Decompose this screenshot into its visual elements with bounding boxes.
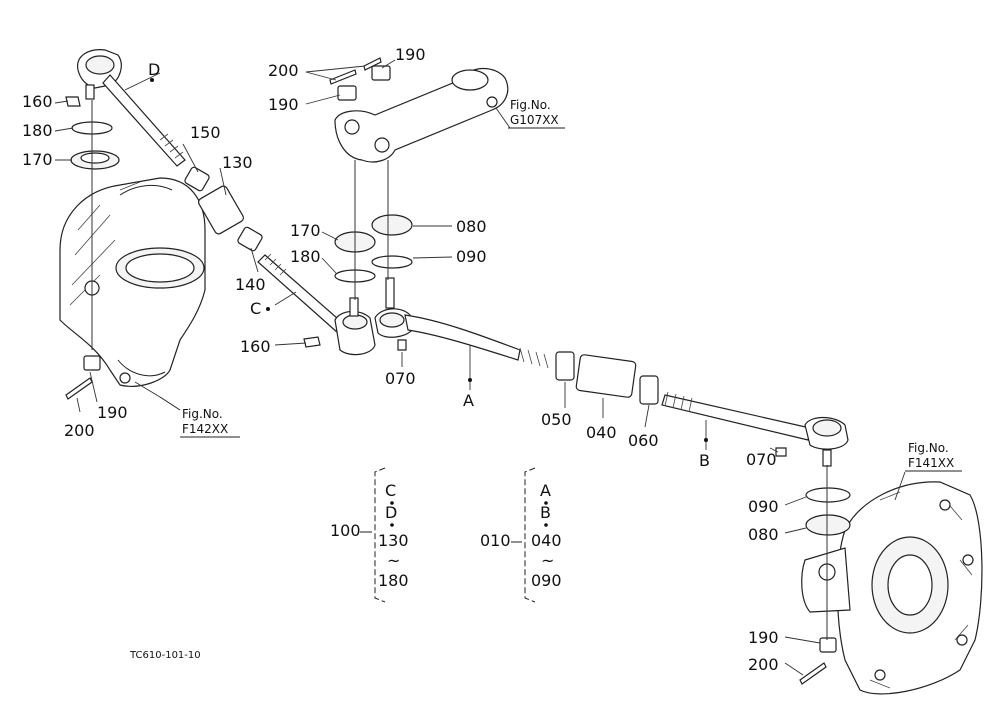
callout-170-left: 170: [22, 150, 53, 169]
assembly-010: 010 A B 040 ~ 090: [480, 467, 562, 603]
tie-rod-B: [661, 391, 849, 467]
fig-ref-f142-code: F142XX: [182, 422, 228, 436]
callout-190-top-right: 190: [395, 45, 426, 64]
svg-text:Fig.No.: Fig.No.: [182, 407, 223, 421]
assembly-100-item: D: [385, 503, 397, 522]
part-letters: D C A B: [148, 60, 710, 470]
assembly-010-item: A: [540, 481, 551, 500]
callout-190-bottom-left: 190: [97, 403, 128, 422]
callout-180-mid: 180: [290, 247, 321, 266]
assembly-100-number: 100: [330, 521, 361, 540]
callout-200-top: 200: [268, 61, 299, 80]
small-hardware: [65, 57, 837, 685]
assembly-010-item: ~: [541, 551, 554, 570]
callout-040: 040: [586, 423, 617, 442]
assembly-100-item: ~: [387, 551, 400, 570]
tie-rod-A: [374, 277, 549, 369]
callout-080-right: 080: [748, 525, 779, 544]
axis-lines: [91, 100, 828, 640]
assembly-010-item: 090: [531, 571, 562, 590]
callout-050: 050: [541, 410, 572, 429]
right-axle-housing: [801, 481, 983, 695]
letter-C: C: [250, 299, 261, 318]
letter-B: B: [699, 451, 710, 470]
sleeves-and-nuts: [184, 166, 659, 405]
letter-A: A: [463, 391, 474, 410]
assembly-100: 100 C D 130 ~ 180: [330, 467, 409, 603]
callout-080-mid: 080: [456, 217, 487, 236]
assembly-100-item: 180: [378, 571, 409, 590]
left-axle-housing: [59, 177, 206, 387]
svg-text:Fig.No.: Fig.No.: [510, 98, 551, 112]
assembly-010-number: 010: [480, 531, 511, 550]
steering-arm: [334, 67, 509, 163]
callout-090-mid: 090: [456, 247, 487, 266]
callout-180-left: 180: [22, 121, 53, 140]
callout-140: 140: [235, 275, 266, 294]
callout-190-bottom-right: 190: [748, 628, 779, 647]
assembly-100-item: C: [385, 481, 396, 500]
fig-ref-f141: Fig.No. F141XX: [905, 441, 962, 472]
callout-090-right: 090: [748, 497, 779, 516]
tie-rod-end-C: [257, 253, 376, 356]
fig-ref-f142: Fig.No. F142XX: [159, 396, 240, 438]
letter-D: D: [148, 60, 160, 79]
svg-text:Fig.No.: Fig.No.: [908, 441, 949, 455]
tie-rod-end-D: [77, 49, 186, 167]
callout-070-mid: 070: [385, 369, 416, 388]
assembly-100-item: 130: [378, 531, 409, 550]
fig-ref-g107-code: G107XX: [510, 113, 559, 127]
assembly-010-item: 040: [531, 531, 562, 550]
callout-060: 060: [628, 431, 659, 450]
fig-ref-g107: Fig.No. G107XX: [508, 98, 565, 129]
callout-070-right: 070: [746, 450, 777, 469]
assembly-010-item: B: [540, 503, 551, 522]
fig-ref-f141-code: F141XX: [908, 456, 954, 470]
callout-130: 130: [222, 153, 253, 172]
callout-150: 150: [190, 123, 221, 142]
leader-lines: [54, 59, 906, 676]
callout-200-bottom-right: 200: [748, 655, 779, 674]
drawing-code: TC610-101-10: [129, 650, 201, 661]
callout-200-bottom-left: 200: [64, 421, 95, 440]
callout-190-top-left: 190: [268, 95, 299, 114]
callout-160-mid: 160: [240, 337, 271, 356]
callout-160-left: 160: [22, 92, 53, 111]
callout-numbers: 200 190 190 160 180 170 150 130 140 170 …: [22, 45, 779, 674]
callout-170-mid: 170: [290, 221, 321, 240]
